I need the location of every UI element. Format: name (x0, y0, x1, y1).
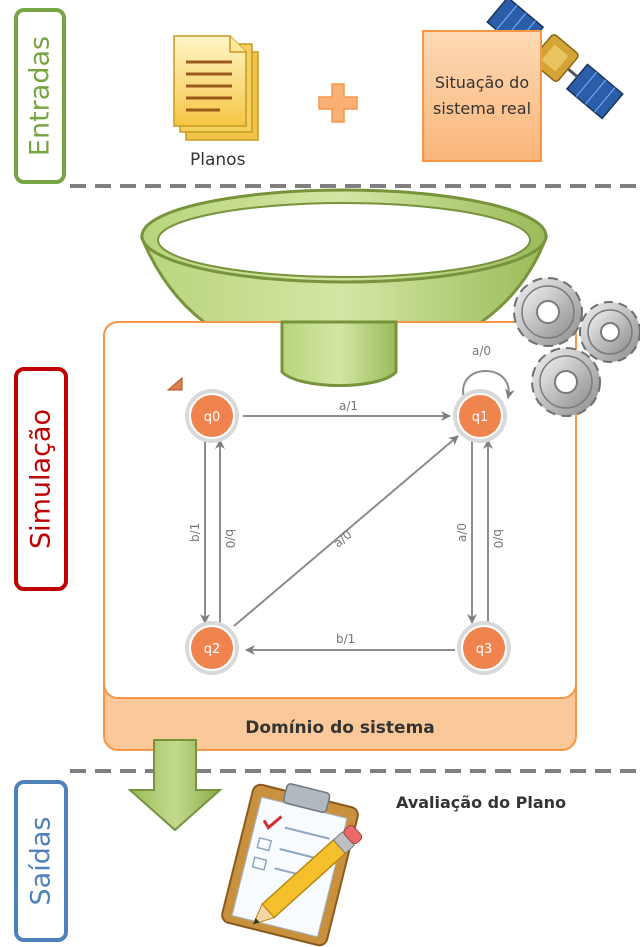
edge-label-q0-q2: b/1 (188, 523, 202, 542)
funnel-shape (139, 188, 549, 386)
edge-label-q3-q2: b/1 (336, 632, 355, 646)
initial-state-marker (166, 376, 183, 391)
planos-label: Planos (190, 150, 246, 170)
edge-q1-q1 (462, 370, 515, 399)
document-stack-icon (173, 35, 259, 141)
down-arrow-icon (127, 739, 223, 832)
edge-label-q2-q0: b/0 (223, 529, 237, 548)
funnel-spout (280, 320, 398, 387)
situacao-text: Situação do sistema real (432, 73, 532, 118)
edge-label-q1-q3: b/0 (491, 529, 505, 548)
plus-icon (318, 83, 358, 123)
edge-label-q1-q1: a/0 (472, 344, 491, 358)
edge-q2-q1 (233, 435, 459, 627)
section-label-entradas: Entradas (14, 8, 66, 184)
state-q0 (185, 389, 239, 443)
gears-icon (513, 277, 640, 417)
section-label-saidas: Saídas (14, 780, 68, 942)
state-label-q2: q2 (204, 642, 221, 657)
domain-label: Domínio do sistema (245, 718, 435, 738)
state-label-q0: q0 (204, 410, 221, 425)
clipboard-pencil-icon (221, 783, 363, 947)
state-q2 (185, 621, 239, 675)
output-label: Avaliação do Plano (396, 793, 567, 812)
automaton-edges (200, 370, 515, 655)
situacao-box: Situação do sistema real (422, 30, 542, 162)
section-label-simulacao: Simulação (14, 367, 68, 591)
edge-label-q3-q1: a/0 (455, 523, 469, 542)
state-label-q3: q3 (476, 642, 493, 657)
satellite-icon (486, 0, 624, 120)
state-label-q1: q1 (472, 410, 489, 425)
edge-label-q0-q1: a/1 (339, 399, 358, 413)
state-q3 (457, 621, 511, 675)
state-q1 (453, 389, 507, 443)
